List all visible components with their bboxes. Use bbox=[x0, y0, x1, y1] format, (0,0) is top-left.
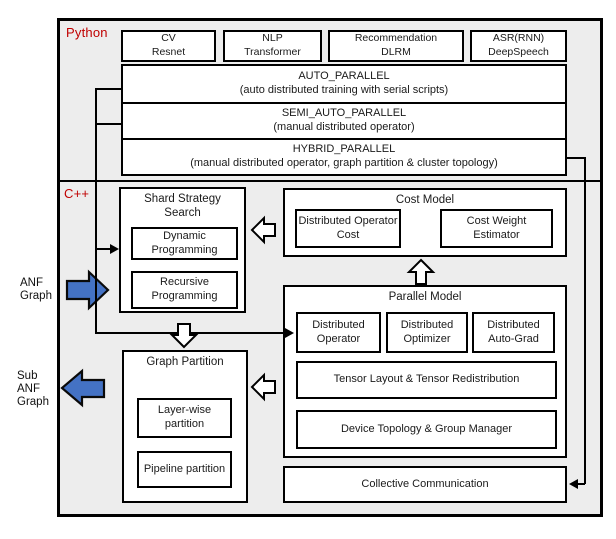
api-row-semi-auto-parallel: SEMI_AUTO_PARALLEL (manual distributed o… bbox=[121, 102, 567, 140]
app-box-nlp: NLP Transformer bbox=[223, 30, 322, 62]
layer-wise-partition-box: Layer-wise partition bbox=[137, 398, 232, 438]
api-row-subtitle: (manual distributed operator) bbox=[273, 121, 415, 133]
collective-communication-label: Collective Communication bbox=[361, 477, 489, 490]
app-label: CV bbox=[161, 32, 176, 45]
dynamic-programming-box: Dynamic Programming bbox=[131, 227, 238, 260]
app-label: NLP bbox=[262, 32, 283, 45]
app-label: DLRM bbox=[381, 46, 411, 58]
tensor-layout-redistribution-label: Tensor Layout & Tensor Redistribution bbox=[333, 373, 520, 386]
collective-communication-box: Collective Communication bbox=[283, 466, 567, 503]
distributed-operator-box: Distributed Operator bbox=[296, 312, 381, 353]
sub-anf-graph-label: Sub ANF Graph bbox=[17, 370, 49, 409]
app-label: DeepSpeech bbox=[488, 46, 549, 58]
device-topology-group-manager-box: Device Topology & Group Manager bbox=[296, 410, 557, 449]
anf-graph-label: ANF Graph bbox=[20, 277, 52, 303]
api-row-hybrid-parallel: HYBRID_PARALLEL (manual distributed oper… bbox=[121, 138, 567, 176]
app-box-recommendation: Recommendation DLRM bbox=[328, 30, 464, 62]
distributed-auto-grad-label: Distributed Auto-Grad bbox=[487, 318, 540, 345]
app-box-asr: ASR(RNN) DeepSpeech bbox=[470, 30, 567, 62]
app-box-cv: CV Resnet bbox=[121, 30, 216, 62]
dynamic-programming-label: Dynamic Programming bbox=[151, 229, 218, 256]
cost-model-title: Cost Model bbox=[395, 194, 455, 206]
app-label: Transformer bbox=[244, 46, 301, 58]
pipeline-partition-label: Pipeline partition bbox=[143, 462, 226, 475]
cost-weight-estimator-label: Cost Weight Estimator bbox=[466, 214, 527, 241]
python-section-label: Python bbox=[66, 25, 108, 40]
api-row-subtitle: (manual distributed operator, graph part… bbox=[190, 157, 498, 169]
device-topology-group-manager-label: Device Topology & Group Manager bbox=[340, 422, 512, 435]
app-label: Resnet bbox=[151, 46, 186, 58]
app-label: Recommendation bbox=[354, 32, 438, 45]
recursive-programming-box: Recursive Programming bbox=[131, 271, 238, 309]
app-label: ASR(RNN) bbox=[492, 32, 545, 45]
distributed-auto-grad-box: Distributed Auto-Grad bbox=[472, 312, 555, 353]
api-row-title: AUTO_PARALLEL bbox=[298, 70, 390, 83]
pipeline-partition-box: Pipeline partition bbox=[137, 451, 232, 488]
distributed-operator-cost-box: Distributed Operator Cost bbox=[295, 209, 401, 248]
distributed-optimizer-box: Distributed Optimizer bbox=[386, 312, 468, 353]
api-row-auto-parallel: AUTO_PARALLEL (auto distributed training… bbox=[121, 64, 567, 104]
parallel-model-title: Parallel Model bbox=[388, 291, 462, 303]
layer-wise-partition-label: Layer-wise partition bbox=[157, 404, 212, 430]
distributed-operator-cost-label: Distributed Operator Cost bbox=[298, 214, 398, 241]
api-row-subtitle: (auto distributed training with serial s… bbox=[239, 84, 449, 96]
tensor-layout-redistribution-box: Tensor Layout & Tensor Redistribution bbox=[296, 361, 557, 399]
recursive-programming-label: Recursive Programming bbox=[151, 276, 218, 302]
distributed-operator-label: Distributed Operator bbox=[312, 318, 365, 345]
shard-strategy-search-title: Shard Strategy Search bbox=[144, 193, 221, 220]
api-row-title: HYBRID_PARALLEL bbox=[292, 143, 396, 156]
api-row-title: SEMI_AUTO_PARALLEL bbox=[281, 107, 407, 120]
cost-weight-estimator-box: Cost Weight Estimator bbox=[440, 209, 553, 248]
distributed-optimizer-label: Distributed Optimizer bbox=[400, 318, 454, 345]
cpp-section-label: C++ bbox=[64, 186, 90, 201]
graph-partition-title: Graph Partition bbox=[146, 356, 224, 368]
